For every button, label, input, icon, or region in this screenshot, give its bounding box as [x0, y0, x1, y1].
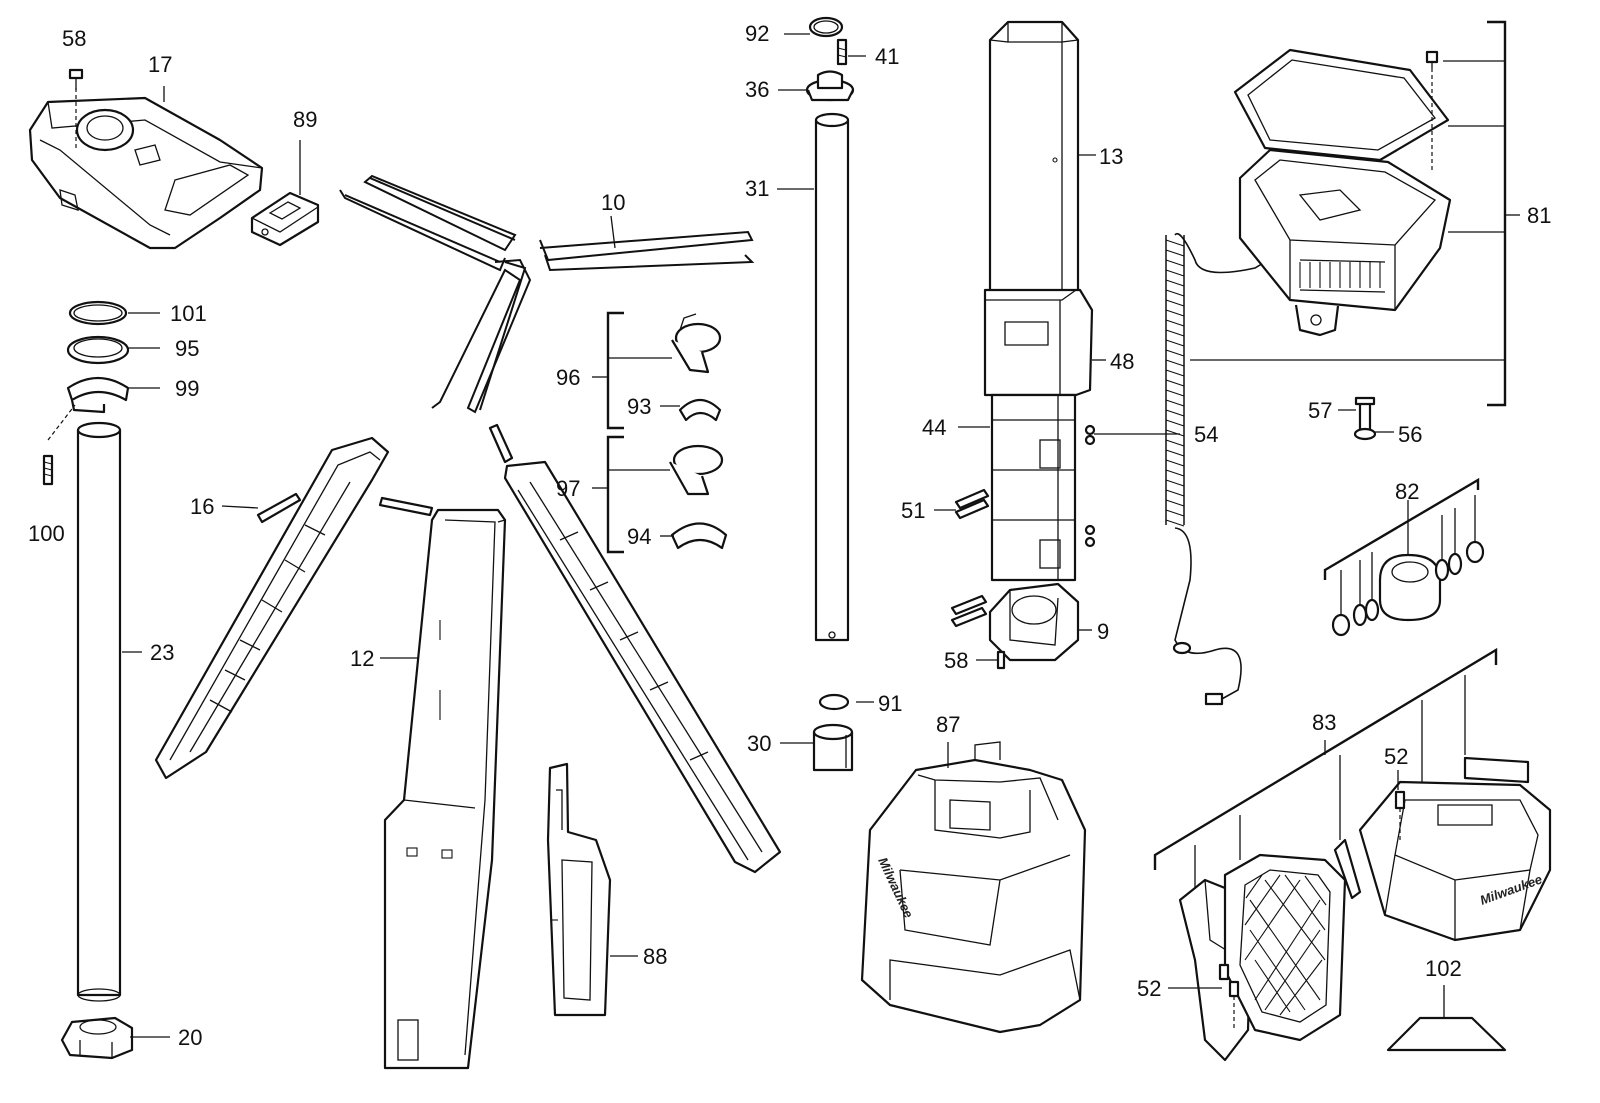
- label-23: 23: [150, 640, 174, 665]
- part-89-clip: [250, 191, 320, 247]
- part-13-mast: [988, 20, 1080, 302]
- dash-line-100: [47, 404, 76, 441]
- part-102-label: [1386, 1016, 1507, 1052]
- label-17: 17: [148, 52, 172, 77]
- part-83-tray: Milwaukee: [1358, 780, 1552, 942]
- label-87: 87: [936, 712, 960, 737]
- part-leg-right: [503, 460, 782, 874]
- part-82-pivot: [1323, 477, 1485, 637]
- label-93: 93: [627, 394, 651, 419]
- label-58-top: 58: [62, 26, 86, 51]
- part-screws-9: [950, 594, 988, 628]
- part-95-ring: [66, 335, 130, 365]
- part-23-tube: [76, 421, 122, 1002]
- leader-lines: [122, 33, 1445, 1038]
- label-9: 9: [1097, 619, 1109, 644]
- part-94-ring: [670, 522, 728, 550]
- label-92: 92: [745, 21, 769, 46]
- part-81-screw: [1425, 50, 1439, 68]
- label-89: 89: [293, 107, 317, 132]
- label-10: 10: [601, 190, 625, 215]
- label-41: 41: [875, 44, 899, 69]
- part-87-housing: Milwaukee: [860, 741, 1087, 1034]
- part-88-handle: [546, 762, 612, 1017]
- part-83-gasket: [1333, 838, 1362, 900]
- part-36-cap: [805, 70, 855, 102]
- part-58-screw-bottom: [996, 650, 1006, 670]
- label-100: 100: [28, 521, 65, 546]
- part-93-ring: [678, 398, 722, 422]
- part-97-clip: [669, 444, 724, 496]
- part-10-wire-legs: [339, 174, 755, 414]
- label-36: 36: [745, 77, 769, 102]
- part-54-coil-cable: [1165, 233, 1266, 706]
- label-97: 97: [556, 476, 580, 501]
- label-48: 48: [1110, 349, 1134, 374]
- part-16-pin: [256, 492, 302, 524]
- part-54-nut-set: [1084, 424, 1096, 548]
- label-81: 81: [1527, 203, 1551, 228]
- part-48-44-slider-assembly: [983, 288, 1094, 582]
- part-17-top-cap: [28, 88, 264, 250]
- label-12: 12: [350, 646, 374, 671]
- label-31: 31: [745, 176, 769, 201]
- label-51: 51: [901, 498, 925, 523]
- part-81-lamp-head: [1233, 48, 1452, 337]
- label-95: 95: [175, 336, 199, 361]
- part-92-oring: [808, 16, 844, 38]
- label-58-bottom: 58: [944, 648, 968, 673]
- label-52-top: 52: [1384, 744, 1408, 769]
- callout-labels: 58 17 89 10 92 41 36 31 13 81 101 95 99 …: [28, 21, 1551, 1050]
- part-30-sleeve: [812, 723, 854, 772]
- part-31-tube: [814, 112, 850, 642]
- label-54: 54: [1194, 422, 1218, 447]
- label-13: 13: [1099, 144, 1123, 169]
- bracket-96: [606, 311, 624, 430]
- part-41-screw: [836, 38, 848, 66]
- label-101: 101: [170, 301, 207, 326]
- part-99-collar: [66, 377, 130, 414]
- label-30: 30: [747, 731, 771, 756]
- part-pin-2: [378, 496, 434, 517]
- part-51-screws: [954, 488, 990, 520]
- part-96-clip: [671, 313, 722, 374]
- label-56: 56: [1398, 422, 1422, 447]
- label-83: 83: [1312, 710, 1336, 735]
- part-100-screw: [42, 454, 54, 486]
- part-pin-3: [488, 423, 514, 464]
- label-88: 88: [643, 944, 667, 969]
- part-101-oring: [68, 300, 128, 326]
- label-16: 16: [190, 494, 214, 519]
- part-9-base: [988, 582, 1080, 662]
- part-83-label-plate: [1463, 756, 1530, 784]
- label-57: 57: [1308, 398, 1332, 423]
- label-52-bottom: 52: [1137, 976, 1161, 1001]
- label-94: 94: [627, 524, 651, 549]
- part-20-collar: [60, 1016, 134, 1060]
- part-91-oring: [818, 693, 850, 711]
- part-leg-left: [154, 436, 390, 780]
- part-12-leg: [383, 508, 507, 1070]
- part-52-screw-b: [1218, 963, 1240, 1030]
- label-20: 20: [178, 1025, 202, 1050]
- part-57-56-bolt: [1353, 396, 1377, 441]
- label-82: 82: [1395, 479, 1419, 504]
- label-44: 44: [922, 415, 946, 440]
- part-58-screw-top: [68, 68, 84, 90]
- label-96: 96: [556, 365, 580, 390]
- part-52-screw-a: [1394, 790, 1406, 840]
- part-83-base-group: [1153, 647, 1498, 890]
- bracket-81: [1487, 20, 1507, 407]
- label-91: 91: [878, 691, 902, 716]
- label-102: 102: [1425, 956, 1462, 981]
- label-99: 99: [175, 376, 199, 401]
- bracket-97: [606, 435, 624, 554]
